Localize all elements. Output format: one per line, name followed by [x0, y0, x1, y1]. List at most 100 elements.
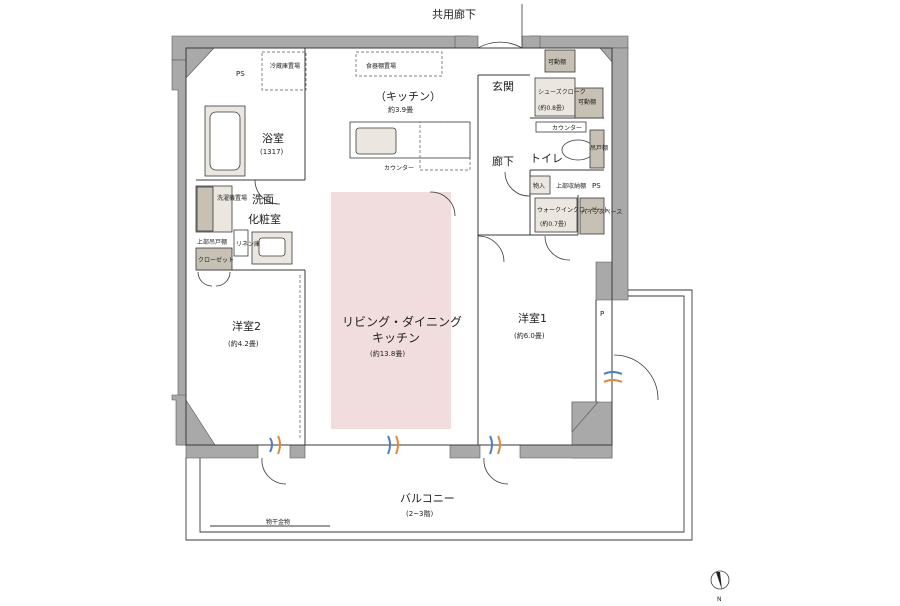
vent-mid-b: [395, 435, 399, 455]
room1-area: (約6.0畳): [514, 331, 545, 340]
walkin-label: ウォークインクローゼット: [537, 206, 609, 214]
toilet-shelf-label: 吊戸棚: [590, 144, 608, 152]
room1-window-door: [613, 354, 659, 401]
pipe-shaft-box: [579, 197, 605, 235]
vent-mid: [387, 435, 391, 455]
balcony: [185, 289, 693, 541]
wall-corner-bottom-right: [571, 401, 599, 433]
north-label: N: [717, 596, 722, 603]
vent-left-b: [277, 435, 281, 455]
wall-entrance-right: [521, 35, 541, 49]
north-compass: [710, 570, 730, 590]
kitchen-upper: [419, 121, 471, 171]
vent-left: [269, 437, 273, 453]
dashed-outlines: [261, 51, 471, 440]
balcony-inner: [199, 295, 685, 533]
washroom-label-2: 化粧室: [248, 212, 281, 226]
balcony-door-right: [483, 457, 509, 485]
kitchen-sink: [355, 127, 397, 155]
ldk-area: (約13.8畳): [370, 349, 405, 358]
kitchen-counter-label: カウンター: [384, 164, 414, 172]
ldk-label-2: キッチン: [372, 331, 420, 345]
upper-shelf-label: 上部収納棚: [556, 182, 586, 190]
walkin-box: [534, 197, 578, 233]
linen-box: [233, 229, 249, 257]
pipe-shaft-label: パイプスペース: [581, 209, 622, 216]
toilet-counter-label: カウンター: [552, 124, 582, 132]
closet-label: クローゼット: [198, 256, 234, 264]
door-swings: [197, 4, 659, 485]
wall-bottom-3: [449, 444, 481, 459]
room2-label: 洋室2: [232, 319, 261, 333]
movable-shelf-top: [544, 49, 576, 73]
ps-label-top: PS: [236, 70, 245, 78]
bath-door: [254, 179, 281, 205]
wall-entrance-left: [454, 35, 479, 49]
shoes-closet-label: シューズクローク: [538, 88, 586, 96]
p-label: P: [600, 310, 604, 318]
wall-corner-top-left: [185, 47, 215, 79]
wall-right: [611, 47, 629, 301]
closet-door-room2: [197, 271, 213, 287]
corridor-label: 共用廊下: [432, 7, 476, 21]
vent-right: [489, 435, 493, 455]
kitchen-label: （キッチン）: [375, 90, 441, 103]
closet-room2: [195, 247, 233, 271]
ldk-label-1: リビング・ダイニング: [342, 314, 462, 329]
kitchen-area: 約3.9畳: [388, 105, 413, 114]
movable-shelf-label: 可動棚: [548, 58, 566, 66]
washer-label: 洗濯機置場: [217, 194, 247, 202]
compass-circle: [710, 570, 730, 590]
wall-right-lower: [595, 261, 613, 301]
entrance-label: 玄関: [492, 79, 514, 93]
shoes-closet-area: (約0.8畳): [538, 104, 564, 112]
wall-bottom-4: [519, 444, 613, 459]
entrance-door: [477, 41, 523, 49]
vent-room1: [603, 371, 623, 375]
cupboard-label: 食器棚置場: [366, 62, 396, 70]
apartment-interior: [185, 47, 613, 446]
balcony-door-left: [261, 457, 287, 485]
ldk-highlight: [331, 192, 451, 429]
balcony-outer: [185, 289, 693, 541]
toilet-counter: [535, 121, 587, 133]
walkin-area: (約0.7畳): [540, 220, 566, 228]
vanity-basin: [258, 237, 286, 257]
bath-size: (1317): [260, 148, 284, 156]
storage-box: [529, 175, 551, 195]
cupboard-space: [355, 51, 443, 77]
toilet-door: [504, 171, 531, 197]
bath-label: 浴室: [262, 131, 284, 145]
vent-room1-b: [603, 379, 623, 383]
wall-corner-bottom-left: [185, 398, 216, 446]
drying-rack-label: 物干金物: [266, 518, 290, 526]
balcony-floor: (2~3階): [406, 509, 434, 518]
hall-door: [544, 235, 571, 261]
washroom-label-1: 洗面: [252, 193, 274, 206]
structural-walls: [171, 35, 629, 459]
linen-label: リネン庫: [236, 240, 260, 248]
hall-label: 廊下: [492, 154, 514, 168]
wall-bottom-2: [289, 444, 306, 459]
toilet-label: トイレ: [530, 152, 563, 165]
fridge-label: 冷蔵庫置場: [270, 62, 300, 70]
labels: 共用廊下 PS 冷蔵庫置場 食器棚置場 （キッチン） 約3.9畳 カウンター 浴…: [197, 7, 722, 603]
room1-label: 洋室1: [518, 311, 547, 325]
room1-door: [477, 235, 505, 263]
movable-shelf-label-2: 可動棚: [578, 98, 596, 106]
upper-cabinet-box: [196, 186, 214, 232]
upper-cabinet-label: 上部吊戸棚: [197, 238, 227, 246]
ldk-door: [429, 191, 456, 217]
storage-label: 物入: [533, 182, 545, 190]
wall-top-right: [529, 35, 629, 49]
balcony-label: バルコニー: [400, 492, 455, 505]
ventilation-marks: [269, 371, 623, 455]
wall-bottom: [185, 444, 259, 459]
room2-area: (約4.2畳): [228, 339, 259, 348]
closet-door-room2-b: [215, 271, 231, 287]
fixtures: [195, 49, 605, 271]
bathtub-inner: [209, 111, 241, 171]
toilet-shelf-box: [589, 129, 605, 169]
fridge-space: [261, 51, 307, 91]
